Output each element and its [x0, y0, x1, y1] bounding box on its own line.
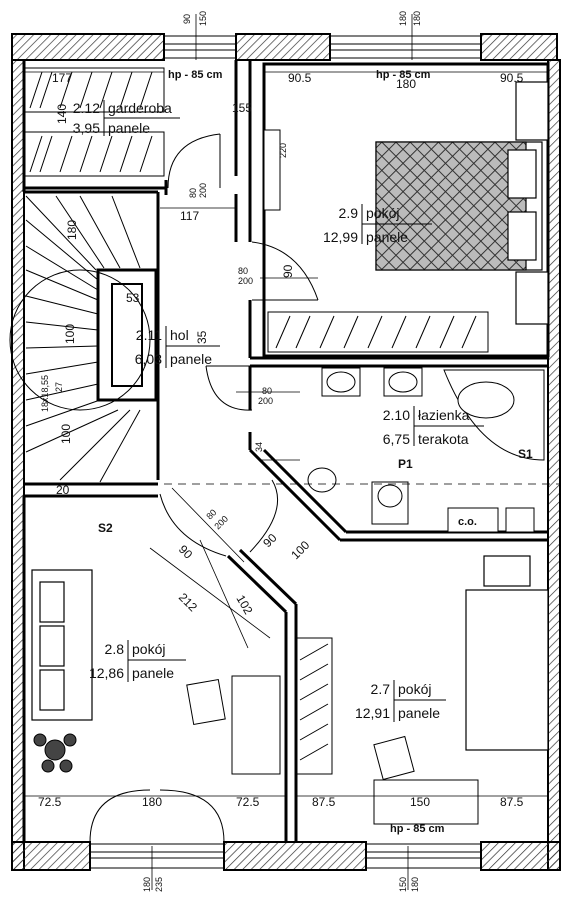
- staircase: [9, 195, 151, 483]
- dim-140: 140: [55, 104, 69, 124]
- sofa: [31, 569, 93, 721]
- room-name: pokój: [366, 205, 399, 221]
- dim-90-5-left: 90.5: [288, 71, 312, 85]
- room-name: hol: [170, 327, 189, 343]
- dresser: [263, 129, 281, 211]
- room-id: 2.10: [383, 407, 410, 423]
- room-area: 6,03: [135, 351, 162, 367]
- room-id: 2.7: [371, 681, 391, 697]
- room-label-2-7: 2.7 pokój 12,91 panele: [355, 680, 446, 722]
- label-s1: S1: [518, 447, 533, 461]
- dim-top-150: 150: [198, 11, 208, 26]
- dim-100b: 100: [59, 424, 73, 444]
- wardrobe-pokoj-27: [295, 637, 333, 775]
- dim-top-180a: 180: [398, 11, 408, 26]
- dim-180-top: 180: [396, 77, 416, 91]
- dim-180-stair: 180: [65, 220, 79, 240]
- dim-20: 20: [56, 483, 70, 497]
- dimension-lines: [24, 14, 560, 890]
- room-area: 12,91: [355, 705, 390, 721]
- dim-180-bottom: 180: [142, 795, 162, 809]
- room-area: 12,99: [323, 229, 358, 245]
- room-name: pokój: [398, 681, 431, 697]
- dim-80-200c-b: 200: [258, 396, 273, 406]
- outer-walls: [11, 33, 561, 871]
- label-s2: S2: [98, 521, 113, 535]
- room-floor: panele: [132, 665, 174, 681]
- room-name: łazienka: [418, 407, 470, 423]
- room-id: 2.11: [136, 327, 162, 343]
- label-co: c.o.: [458, 516, 477, 528]
- dim-18x18: 18x18,55: [40, 375, 50, 412]
- single-bed: [465, 555, 549, 751]
- doors: [89, 133, 319, 843]
- room-id: 2.8: [105, 641, 125, 657]
- room-label-2-12: 2.12 garderoba 3,95 panele: [73, 100, 180, 136]
- room-id: 2.9: [339, 205, 359, 221]
- dim-220: 220: [278, 143, 288, 158]
- room-name: garderoba: [108, 100, 172, 116]
- plant: [33, 733, 77, 773]
- dim-80-200c: 80: [262, 386, 272, 396]
- dim-87-5-left: 87.5: [312, 795, 336, 809]
- windows: [89, 35, 482, 869]
- dim-212: 212: [176, 590, 200, 614]
- room-floor: panele: [108, 120, 150, 136]
- dim-80-200b-b: 200: [238, 276, 253, 286]
- dim-100a: 100: [63, 324, 77, 344]
- double-bed: [375, 81, 549, 325]
- wardrobe-pokoj-29: [267, 311, 489, 353]
- room-label-2-10: 2.10 łazienka 6,75 terakota: [383, 406, 484, 447]
- desk-27: [373, 735, 479, 825]
- dim-90-5-right: 90.5: [500, 71, 524, 85]
- dim-90-diag-b: 90: [260, 531, 280, 551]
- dim-72-5-right: 72.5: [236, 795, 260, 809]
- room-area: 6,75: [383, 431, 410, 447]
- dim-53: 53: [126, 291, 140, 305]
- dim-90-v: 90: [281, 264, 295, 278]
- dim-top-90: 90: [182, 14, 192, 24]
- room-label-2-9: 2.9 pokój 12,99 panele: [323, 204, 432, 245]
- room-label-2-11: 2.11 hol 6,03 panele: [135, 326, 220, 368]
- dim-80-200b: 80: [238, 266, 248, 276]
- dim-90-diag-a: 90: [176, 542, 196, 562]
- dim-80-200a: 80: [188, 188, 198, 198]
- desk-28: [186, 675, 281, 775]
- room-floor: panele: [366, 229, 408, 245]
- wardrobe-garderoba: [23, 67, 165, 177]
- dim-100c: 100: [288, 538, 312, 562]
- room-label-2-8: 2.8 pokój 12,86 panele: [89, 640, 186, 682]
- room-floor: panele: [170, 351, 212, 367]
- dim-35: 35: [195, 330, 209, 344]
- label-p1: P1: [398, 457, 413, 471]
- dim-80-200a-b: 200: [198, 183, 208, 198]
- room-name: pokój: [132, 641, 165, 657]
- room-floor: panele: [398, 705, 440, 721]
- dim-top-180b: 180: [412, 11, 422, 26]
- dim-155: 155: [232, 101, 252, 115]
- room-area: 3,95: [73, 120, 100, 136]
- dim-150: 150: [410, 795, 430, 809]
- window-note-bottom-right: hp - 85 cm: [390, 823, 445, 835]
- window-note-top-left: hp - 85 cm: [168, 69, 223, 81]
- room-id: 2.12: [73, 100, 100, 116]
- room-area: 12,86: [89, 665, 124, 681]
- dim-117: 117: [180, 209, 199, 223]
- dim-bot-180b: 180: [410, 877, 420, 892]
- dim-177: 177: [52, 71, 72, 85]
- dim-34: 34: [254, 442, 264, 452]
- dim-bot-150: 150: [398, 877, 408, 892]
- dim-bot-235: 235: [154, 877, 164, 892]
- dim-87-5-right: 87.5: [500, 795, 524, 809]
- window-note-top-right: hp - 85 cm: [376, 69, 431, 81]
- dim-27: 27: [54, 382, 64, 392]
- dim-72-5-left: 72.5: [38, 795, 62, 809]
- room-floor: terakota: [418, 431, 469, 447]
- bathroom-fixtures: [307, 367, 545, 533]
- dim-bot-180: 180: [142, 877, 152, 892]
